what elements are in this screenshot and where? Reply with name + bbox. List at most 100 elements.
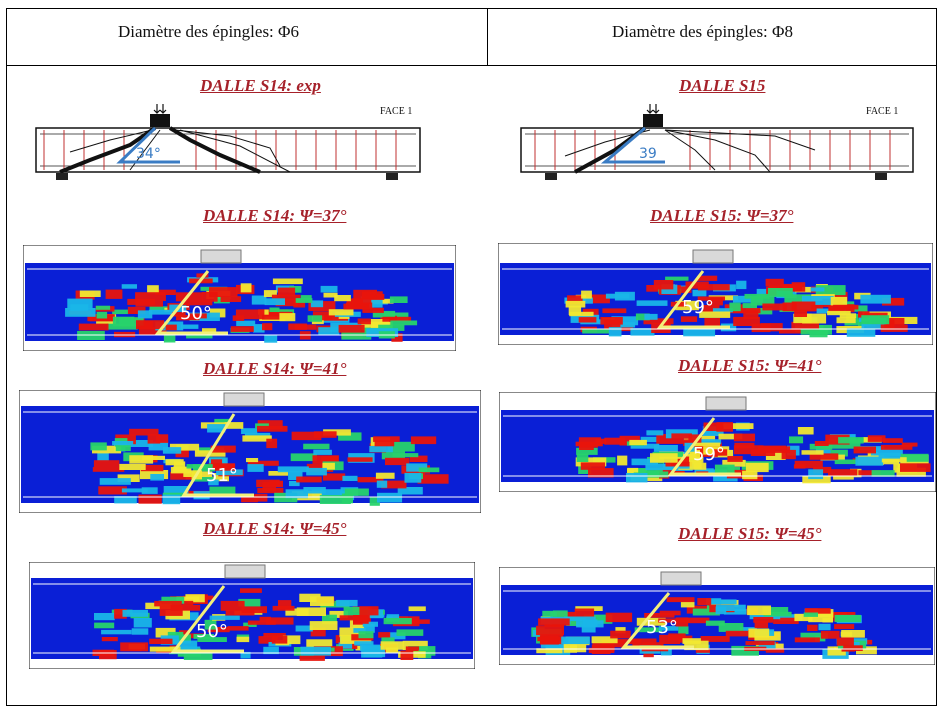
damage-cell — [262, 323, 273, 331]
damage-cell — [310, 300, 324, 308]
damage-cell — [650, 453, 678, 463]
damage-cell — [338, 432, 362, 441]
damage-cell — [827, 310, 851, 316]
damage-cell — [658, 626, 679, 631]
damage-cell — [299, 651, 325, 661]
damage-cell — [253, 324, 265, 333]
damage-cell — [784, 294, 812, 304]
damage-cell — [278, 600, 292, 610]
damage-cell — [131, 628, 149, 635]
damage-cell — [828, 469, 858, 477]
damage-cell — [692, 289, 707, 297]
damage-cell — [689, 460, 702, 469]
damage-cell — [262, 482, 276, 492]
damage-cell — [578, 317, 597, 323]
damage-cell — [820, 630, 840, 639]
damage-cell — [191, 476, 216, 482]
left-sim3-panel: 50° — [29, 562, 475, 669]
damage-cell — [339, 627, 366, 638]
damage-cell — [800, 328, 829, 335]
damage-cell — [685, 281, 709, 289]
damage-cell — [841, 630, 865, 638]
damage-cell — [105, 289, 123, 299]
damage-cell — [247, 460, 279, 466]
damage-cell — [675, 300, 699, 311]
damage-cell — [372, 310, 396, 318]
damage-cell — [220, 296, 242, 302]
damage-cell — [574, 608, 595, 619]
load-arrows — [646, 104, 660, 114]
damage-cell — [303, 487, 326, 494]
damage-cell — [878, 452, 901, 459]
left-support — [545, 173, 557, 180]
damage-cell — [758, 445, 787, 450]
damage-cell — [733, 295, 763, 303]
damage-cell — [743, 310, 759, 319]
damage-cell — [749, 614, 781, 620]
damage-cell — [876, 318, 905, 325]
damage-cell — [581, 290, 592, 299]
damage-cell — [673, 286, 692, 293]
damage-cell — [839, 313, 857, 318]
damage-cell — [722, 459, 746, 467]
damage-cell — [368, 299, 383, 308]
damage-cell — [101, 629, 132, 635]
damage-cell — [380, 641, 404, 650]
damage-cell — [378, 324, 405, 331]
damage-cell — [822, 618, 833, 623]
right-exp-angle: 39 — [639, 146, 657, 162]
damage-cell — [323, 473, 346, 481]
damage-cell — [135, 300, 163, 307]
damage-cell — [275, 298, 299, 307]
damage-cell — [78, 323, 109, 331]
damage-cell — [713, 474, 738, 482]
damage-cell — [617, 455, 628, 466]
damage-cell — [697, 296, 725, 301]
damage-cell — [405, 646, 420, 651]
damage-cell — [833, 474, 854, 480]
damage-cell — [378, 632, 391, 638]
damage-cell — [204, 619, 217, 630]
left-support — [56, 173, 68, 180]
damage-cell — [211, 459, 223, 467]
stirrups — [43, 130, 397, 170]
damage-cell — [815, 636, 826, 642]
damage-cell — [800, 632, 828, 639]
damage-cell — [843, 645, 863, 651]
load-arrows — [153, 104, 167, 114]
damage-cell — [604, 437, 625, 445]
damage-cell — [705, 599, 737, 605]
damage-cell — [402, 640, 428, 650]
damage-cell — [406, 463, 428, 472]
damage-cell — [782, 302, 797, 312]
damage-cell — [795, 286, 823, 293]
left-sim1-title: DALLE S14: Ψ=37° — [203, 206, 347, 225]
damage-cell — [159, 606, 183, 616]
damage-cell — [312, 455, 339, 464]
header-divider — [487, 8, 488, 66]
damage-cell — [392, 453, 419, 458]
damage-cell — [581, 623, 596, 633]
damage-cell — [357, 318, 371, 325]
damage-cell — [238, 598, 261, 607]
damage-cell — [213, 473, 229, 482]
damage-cell — [65, 308, 96, 317]
damage-cell — [272, 278, 303, 285]
damage-cell — [580, 462, 605, 470]
damage-cell — [718, 623, 744, 632]
damage-cell — [362, 307, 384, 313]
damage-cell — [290, 453, 317, 462]
damage-cell — [631, 458, 658, 466]
damage-field — [564, 275, 918, 338]
damage-cell — [858, 311, 870, 318]
damage-cell — [318, 327, 340, 335]
damage-cell — [855, 456, 884, 466]
damage-cell — [115, 444, 131, 452]
damage-cell — [123, 440, 153, 447]
damage-cell — [162, 447, 182, 454]
damage-cell — [214, 418, 230, 424]
damage-cell — [121, 284, 137, 289]
damage-cell — [553, 610, 568, 618]
damage-cell — [794, 460, 823, 469]
damage-cell — [579, 444, 594, 450]
